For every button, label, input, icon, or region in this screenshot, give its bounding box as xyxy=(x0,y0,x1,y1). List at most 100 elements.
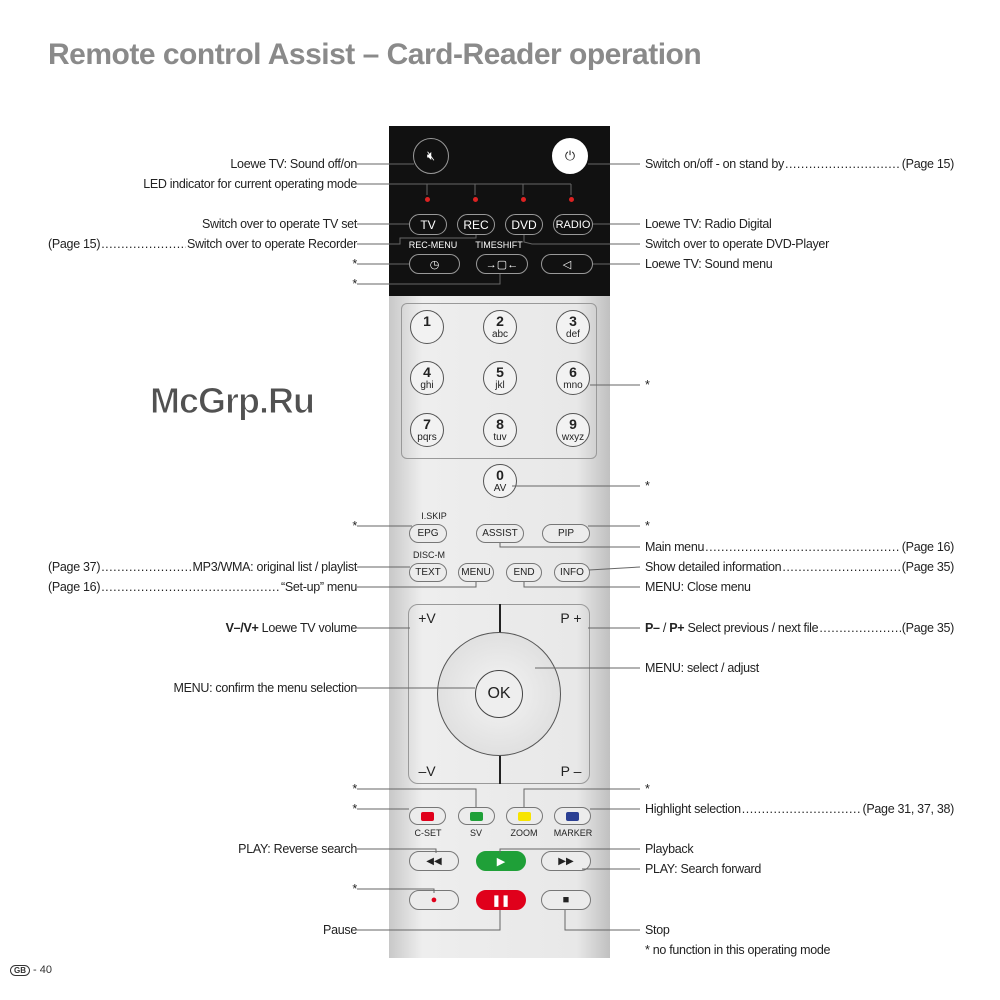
volume-down-button[interactable]: –V xyxy=(418,763,436,779)
power-button[interactable]: ⏻ xyxy=(552,138,588,174)
play-button[interactable]: ▶ xyxy=(476,851,526,871)
timeshift-label: TIMESHIFT xyxy=(475,240,523,250)
label-radio: Loewe TV: Radio Digital xyxy=(645,217,772,231)
label-stop: Stop xyxy=(645,923,670,937)
tv-button[interactable]: TV xyxy=(409,214,447,235)
footnote: * no function in this operating mode xyxy=(645,943,831,957)
timeshift-icon: →▢← xyxy=(485,258,519,271)
green-swatch xyxy=(470,811,483,821)
fast-forward-icon: ▶▶ xyxy=(558,855,574,867)
page-footer: GB- 40 xyxy=(10,964,52,976)
label-star: * xyxy=(352,882,357,896)
label-volume: V–/V+ Loewe TV volume xyxy=(225,621,358,635)
zoom-label: ZOOM xyxy=(510,828,538,838)
rec-button[interactable]: REC xyxy=(457,214,495,235)
led-rec xyxy=(473,197,478,202)
label-dvd: Switch over to operate DVD-Player xyxy=(645,237,829,251)
clock-icon: ◷ xyxy=(429,258,440,271)
marker-label: MARKER xyxy=(553,828,593,838)
label-setup-menu: (Page 16)“Set-up” menu xyxy=(48,579,357,595)
country-badge: GB xyxy=(10,964,30,976)
label-led-indicator: LED indicator for current operating mode xyxy=(143,177,357,191)
label-star: * xyxy=(352,277,357,291)
text-button[interactable]: TEXT xyxy=(409,563,447,582)
label-recorder: (Page 15)Switch over to operate Recorder xyxy=(48,236,357,252)
yellow-button[interactable] xyxy=(506,807,543,825)
sound-menu-button[interactable]: ◁ xyxy=(541,254,593,274)
yellow-swatch xyxy=(518,811,531,821)
label-main-menu: Main menu(Page 16) xyxy=(645,539,954,555)
label-info: Show detailed information(Page 35) xyxy=(645,559,954,575)
rewind-button[interactable]: ◀◀ xyxy=(409,851,459,871)
label-close-menu: MENU: Close menu xyxy=(645,580,751,594)
label-program: P– / P+ Select previous / next file(Page… xyxy=(645,620,954,636)
label-highlight: Highlight selection(Page 31, 37, 38) xyxy=(645,801,954,817)
mute-icon: 🔇︎ xyxy=(426,148,436,163)
label-sound-menu: Loewe TV: Sound menu xyxy=(645,257,773,271)
ok-button[interactable]: OK xyxy=(475,670,523,718)
label-pause: Pause xyxy=(323,923,357,937)
rec-menu-button[interactable]: ◷ xyxy=(409,254,460,274)
speaker-icon: ◁ xyxy=(562,258,572,271)
end-button[interactable]: END xyxy=(506,563,542,582)
label-star: * xyxy=(352,519,357,533)
label-star: * xyxy=(645,782,650,796)
watermark: McGrp.Ru xyxy=(149,380,315,422)
page-title: Remote control Assist – Card-Reader oper… xyxy=(48,38,702,71)
label-star: * xyxy=(645,479,650,493)
label-star: * xyxy=(352,802,357,816)
led-tv xyxy=(425,197,430,202)
rewind-icon: ◀◀ xyxy=(426,855,442,867)
record-icon: ● xyxy=(430,894,438,906)
radio-button[interactable]: RADIO xyxy=(553,214,593,235)
red-swatch xyxy=(421,811,434,821)
label-star: * xyxy=(352,782,357,796)
led-radio xyxy=(569,197,574,202)
play-icon: ▶ xyxy=(496,855,506,868)
menu-button[interactable]: MENU xyxy=(458,563,494,582)
label-sound-off: Loewe TV: Sound off/on xyxy=(230,157,357,171)
label-search-forward: PLAY: Search forward xyxy=(645,862,762,876)
label-select: MENU: select / adjust xyxy=(645,661,759,675)
sv-label: SV xyxy=(469,828,483,838)
label-reverse-search: PLAY: Reverse search xyxy=(238,842,357,856)
pause-icon: ❚❚ xyxy=(491,894,511,907)
program-down-button[interactable]: P – xyxy=(560,763,582,779)
assist-button[interactable]: ASSIST xyxy=(476,524,524,543)
key-1[interactable]: 1 xyxy=(410,310,444,344)
red-button[interactable] xyxy=(409,807,446,825)
blue-button[interactable] xyxy=(554,807,591,825)
info-button[interactable]: INFO xyxy=(554,563,590,582)
pause-button[interactable]: ❚❚ xyxy=(476,890,526,910)
label-star: * xyxy=(352,257,357,271)
label-mp3-wma: (Page 37)MP3/WMA: original list / playli… xyxy=(48,559,357,575)
page-number: - 40 xyxy=(33,964,52,976)
led-dvd xyxy=(521,197,526,202)
mute-button[interactable]: 🔇︎ xyxy=(413,138,449,174)
volume-up-button[interactable]: +V xyxy=(418,610,436,626)
dvd-button[interactable]: DVD xyxy=(505,214,543,235)
stop-button[interactable]: ■ xyxy=(541,890,591,910)
timeshift-button[interactable]: →▢← xyxy=(476,254,528,274)
epg-button[interactable]: EPG xyxy=(409,524,447,543)
green-button[interactable] xyxy=(458,807,495,825)
label-confirm: MENU: confirm the menu selection xyxy=(173,681,357,695)
power-icon: ⏻ xyxy=(564,148,576,163)
navigation-ring[interactable] xyxy=(437,632,561,756)
label-power: Switch on/off - on stand by(Page 15) xyxy=(645,156,954,172)
blue-swatch xyxy=(566,811,579,821)
program-up-button[interactable]: P + xyxy=(560,610,582,626)
label-tv-set: Switch over to operate TV set xyxy=(201,217,357,231)
fast-forward-button[interactable]: ▶▶ xyxy=(541,851,591,871)
pip-button[interactable]: PIP xyxy=(542,524,590,543)
